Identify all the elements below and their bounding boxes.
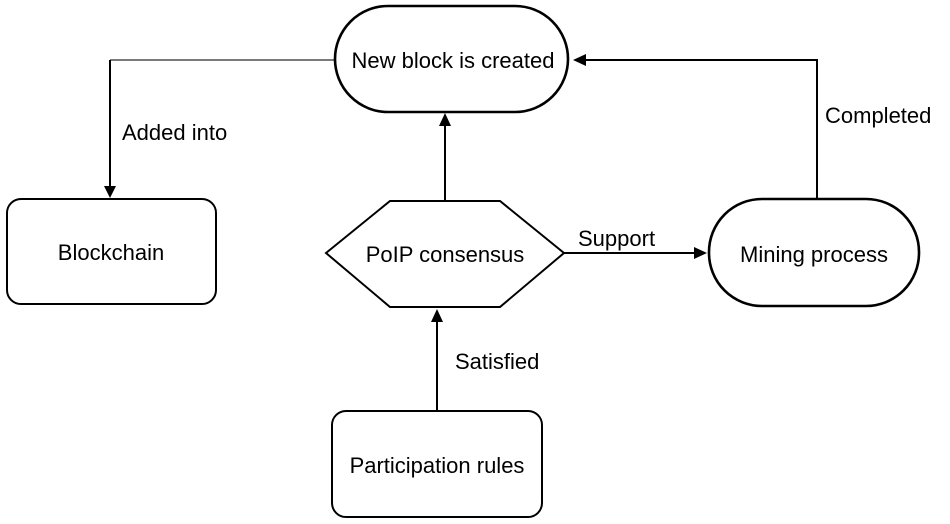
edge-support — [564, 247, 707, 259]
node-label-new-block: New block is created — [352, 48, 555, 73]
arrowhead-icon — [104, 186, 116, 198]
arrowhead-icon — [573, 54, 586, 66]
edge-label-added-into: Added into — [122, 120, 227, 145]
node-label-poip-consensus: PoIP consensus — [366, 242, 525, 267]
edge-consensus-to-new-block — [439, 113, 451, 200]
node-new-block: New block is created — [333, 4, 570, 114]
node-label-mining-process: Mining process — [740, 242, 888, 267]
node-mining-process: Mining process — [707, 197, 921, 308]
edge-completed — [573, 54, 818, 198]
arrowhead-icon — [694, 247, 707, 259]
node-label-participation-rules: Participation rules — [350, 453, 525, 478]
edge-satisfied — [431, 309, 443, 410]
edge-label-satisfied: Satisfied — [455, 349, 539, 374]
edge-added-into — [104, 59, 338, 198]
arrowhead-icon — [431, 309, 443, 322]
edge-label-support: Support — [578, 226, 655, 251]
node-poip-consensus: PoIP consensus — [324, 200, 566, 308]
node-participation-rules: Participation rules — [331, 410, 543, 518]
node-blockchain: Blockchain — [6, 198, 217, 305]
node-label-blockchain: Blockchain — [58, 240, 164, 265]
arrowhead-icon — [439, 113, 451, 126]
edge-label-completed: Completed — [825, 103, 931, 128]
